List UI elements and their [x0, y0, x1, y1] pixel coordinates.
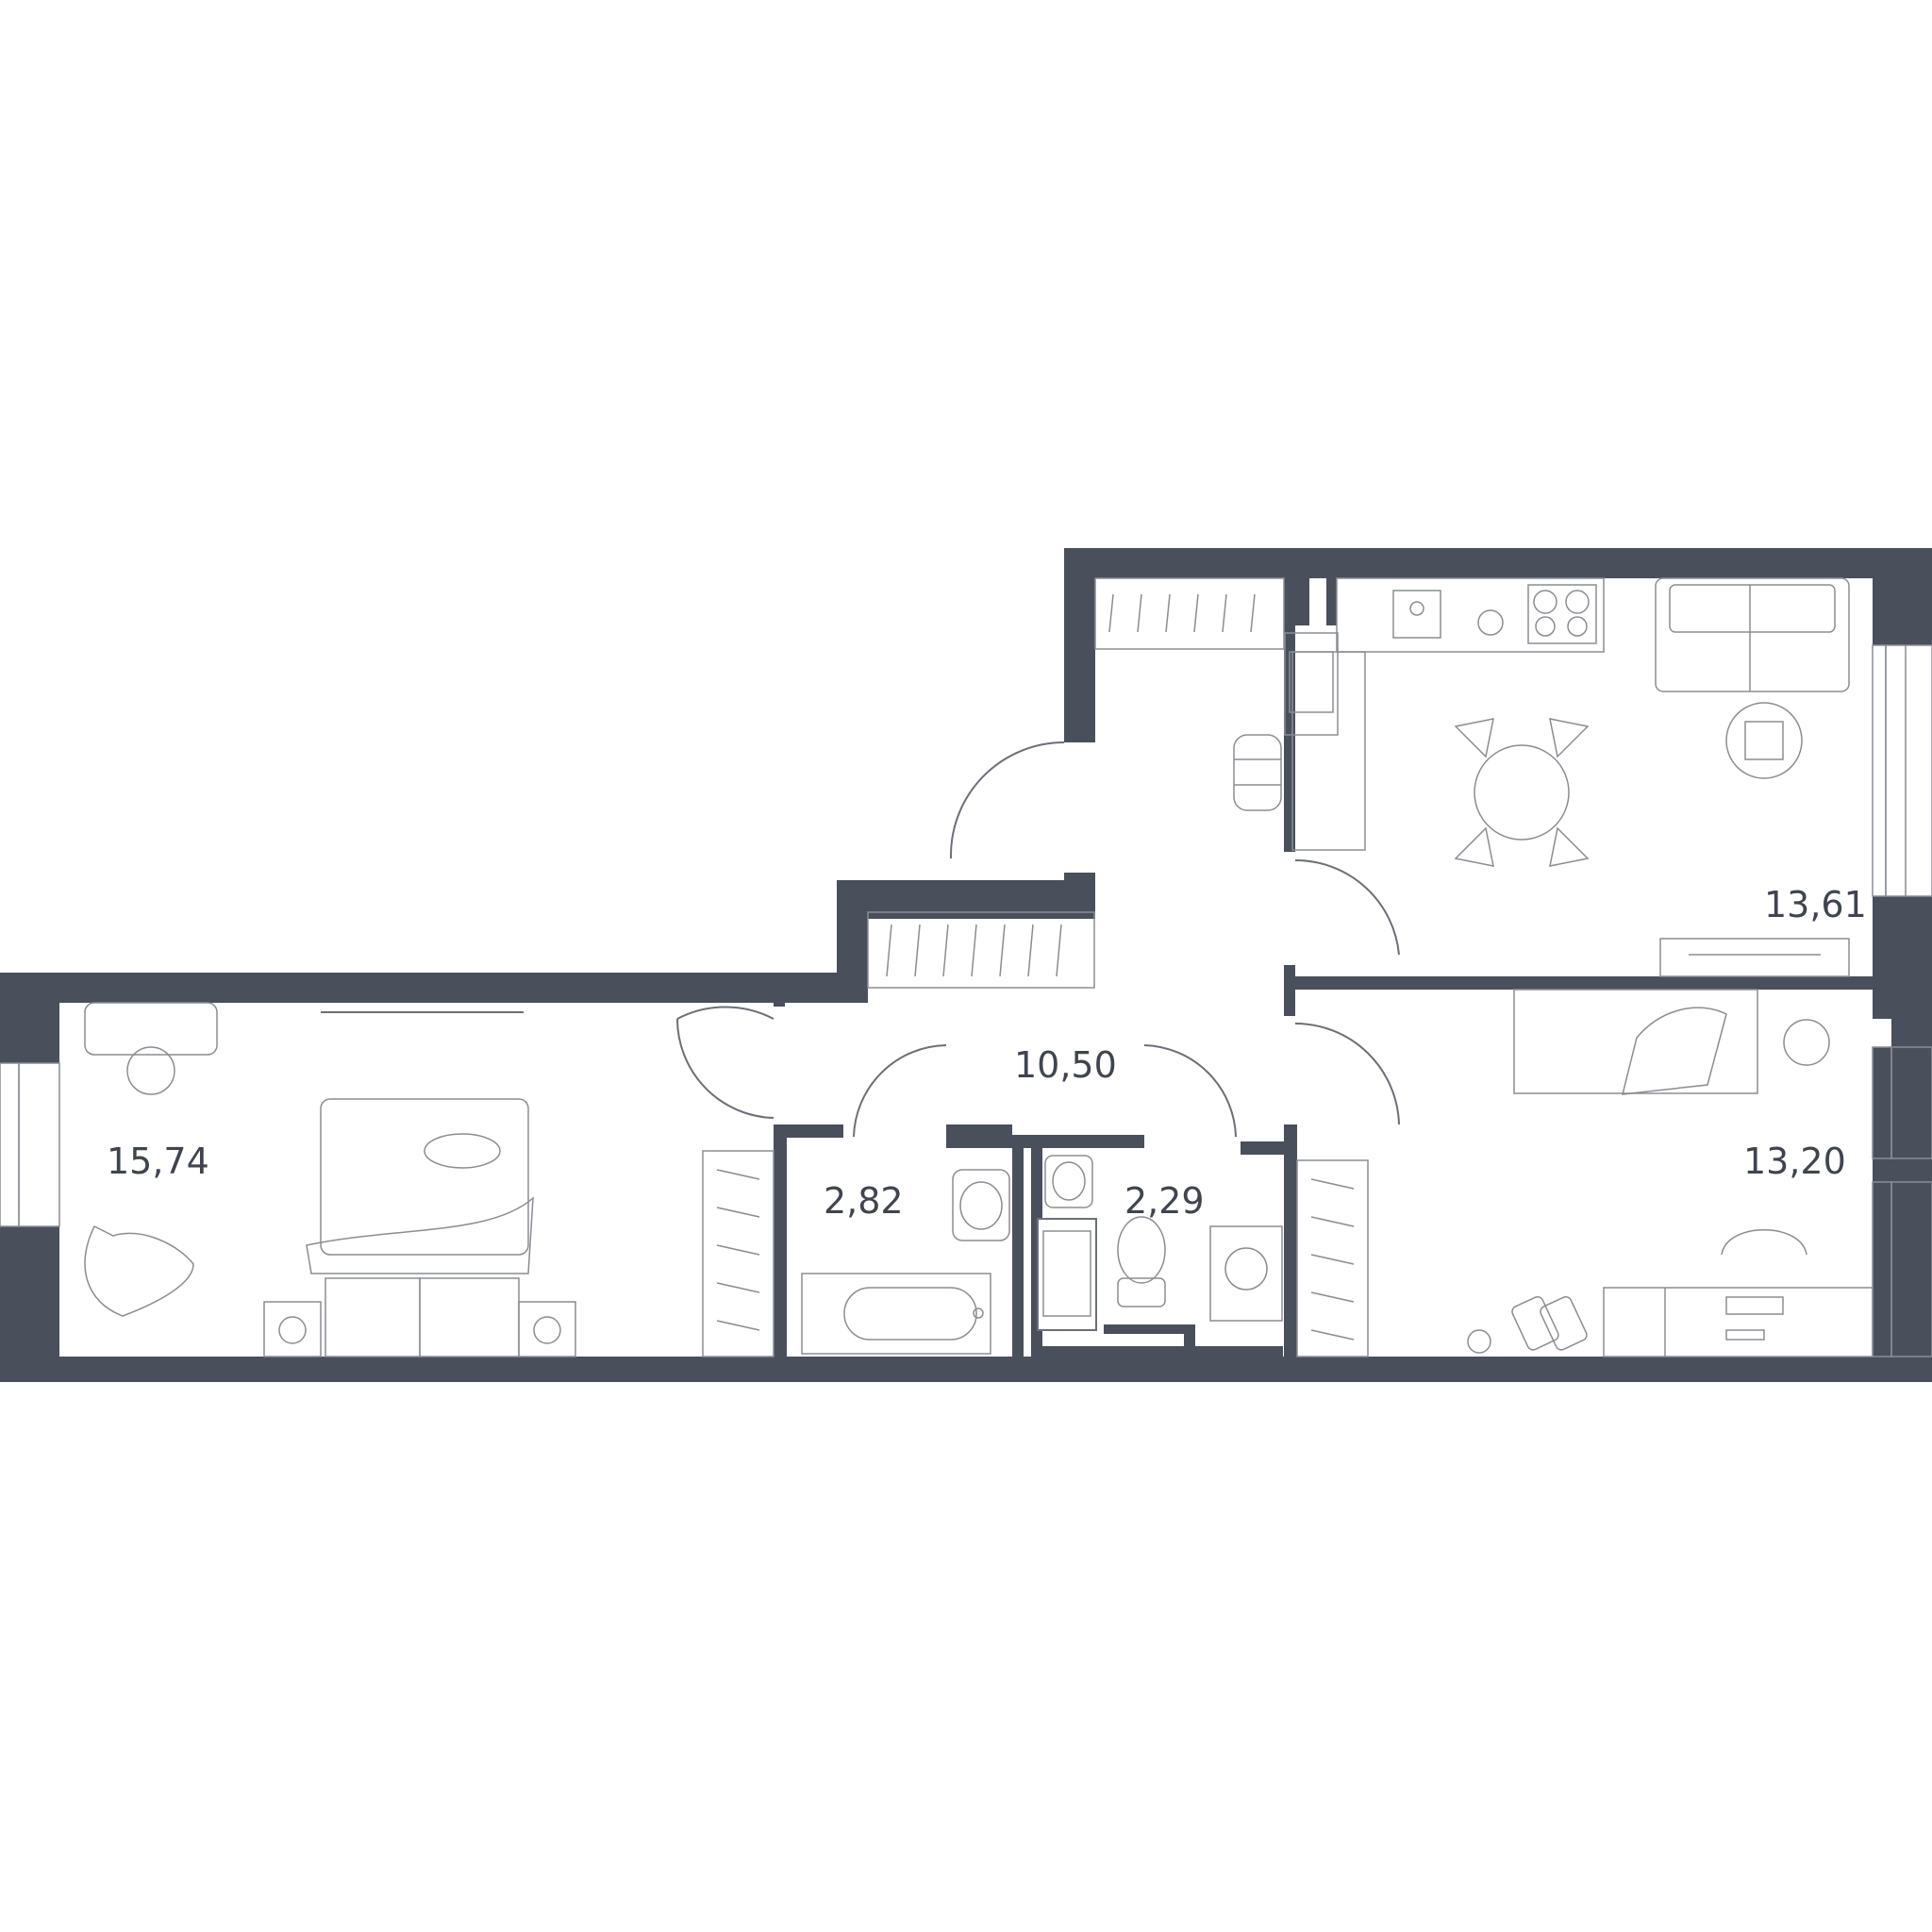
bed-left	[306, 1098, 534, 1357]
sink-toilet-room	[1044, 1155, 1093, 1208]
armchair-left	[84, 1224, 194, 1317]
toilet	[1117, 1216, 1166, 1307]
washing-machine	[1209, 1225, 1283, 1322]
kitchen-counter	[1291, 577, 1605, 851]
plant-right	[1783, 1019, 1830, 1066]
boiler	[1037, 1218, 1097, 1331]
bed-right	[1513, 989, 1758, 1095]
walls	[0, 548, 1932, 1382]
desk-right	[1603, 1229, 1874, 1357]
area-label-bathroom: 2,82	[824, 1180, 904, 1222]
wardrobe-top	[1094, 577, 1285, 650]
bar-stools	[1233, 734, 1282, 811]
fridge	[1284, 632, 1339, 736]
area-label-bedroom-right: 13,20	[1743, 1141, 1846, 1182]
nightstands-left	[263, 1301, 576, 1357]
area-label-bedroom-left: 15,74	[107, 1141, 209, 1182]
toys-right	[1467, 1295, 1588, 1354]
area-label-kitchen-living: 13,61	[1764, 884, 1867, 925]
doors	[676, 741, 1400, 1138]
wardrobe-mid	[867, 911, 1095, 989]
wardrobe-right-room	[1296, 1159, 1369, 1357]
dining-table	[1454, 718, 1590, 867]
area-label-hallway: 10,50	[1014, 1044, 1117, 1086]
tv-stand	[1659, 938, 1850, 977]
coffee-table	[1725, 702, 1803, 779]
sofa	[1655, 577, 1850, 692]
desk-left	[84, 1002, 218, 1095]
bathtub	[801, 1273, 991, 1355]
wardrobe-left-room	[702, 1150, 774, 1357]
sink-bath	[952, 1169, 1010, 1241]
windows	[0, 644, 1932, 1357]
area-label-toilet: 2,29	[1124, 1180, 1205, 1222]
